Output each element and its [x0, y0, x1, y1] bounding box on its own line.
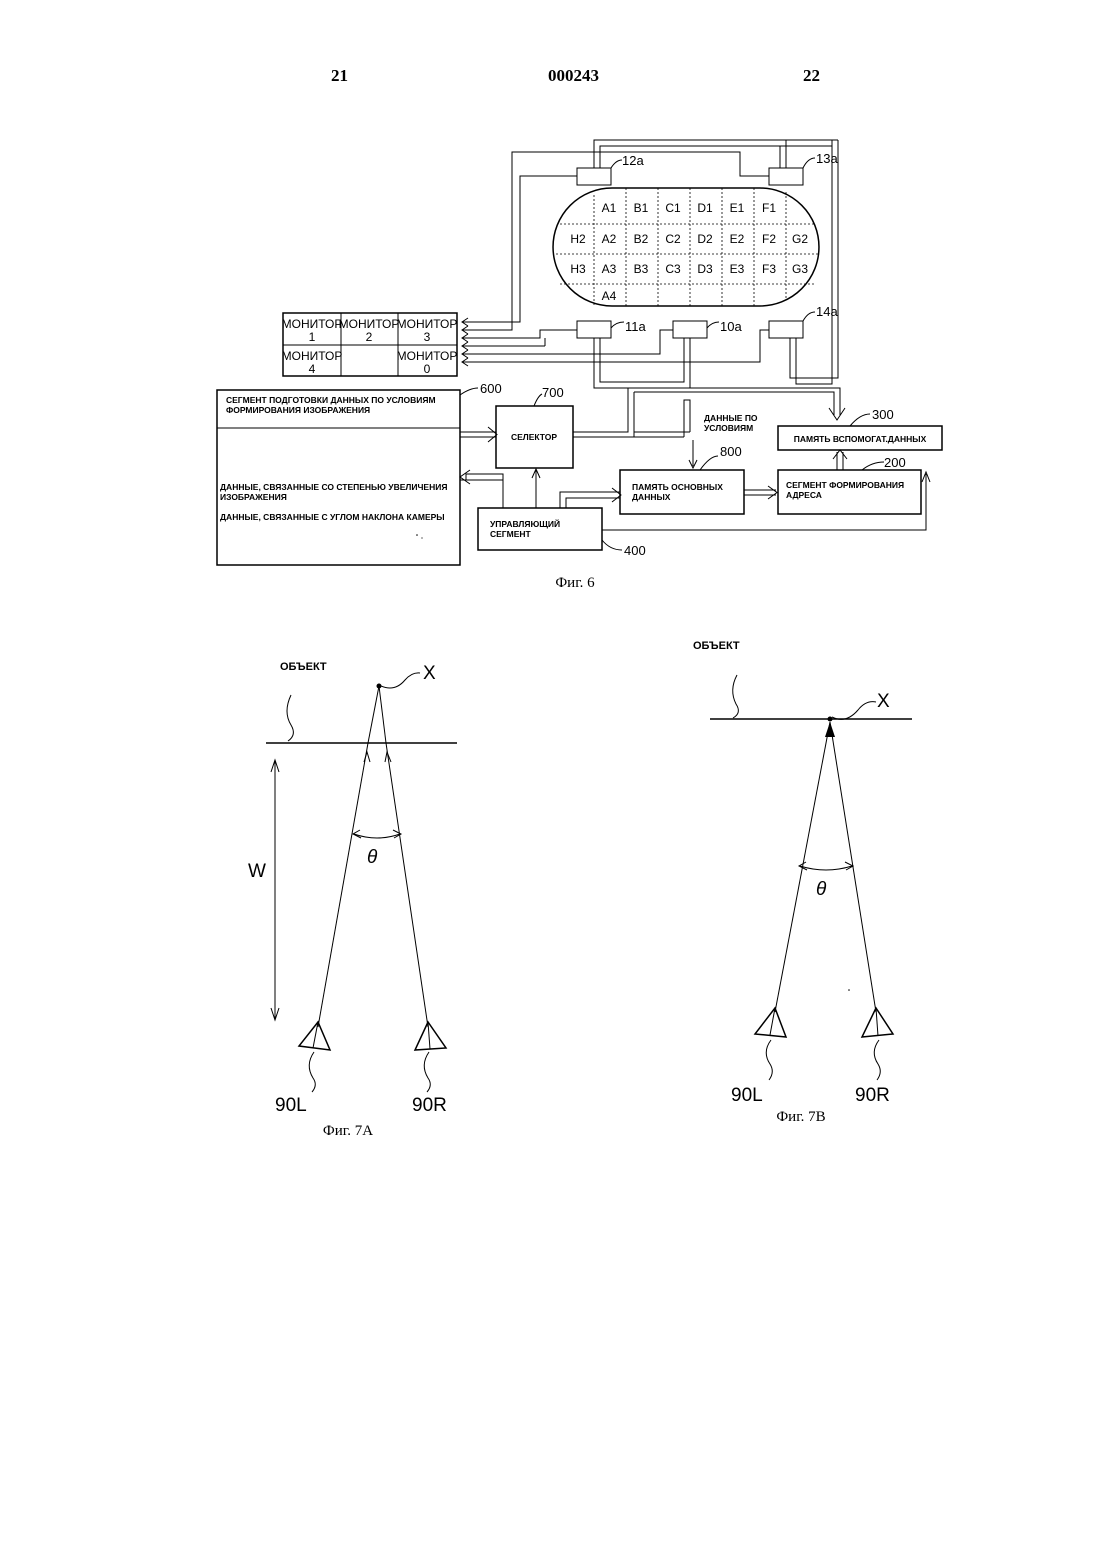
monitor-1: МОНИТОР	[282, 317, 343, 331]
fig7b-90l: 90L	[731, 1085, 763, 1106]
fig7b-theta: θ	[816, 879, 827, 900]
grid-cell: E1	[730, 201, 745, 215]
grid-cell: F1	[762, 201, 776, 215]
monitor-0: МОНИТОР	[397, 349, 458, 363]
grid-cell: D3	[697, 262, 713, 276]
grid-cell: D1	[697, 201, 713, 215]
fig7a-camera-left	[299, 1022, 330, 1050]
monitor-1-number: 1	[309, 330, 316, 344]
fig7a-90l: 90L	[275, 1095, 307, 1116]
fig7a-w-label: W	[248, 861, 266, 882]
grid-cell: A2	[602, 232, 617, 246]
fig7a-x-label: X	[423, 663, 436, 684]
fig7a-object-label: ОБЪЕКТ	[280, 661, 327, 673]
grid-cell: E2	[730, 232, 745, 246]
grid-cell: C1	[665, 201, 681, 215]
segment-600-title: СЕГМЕНТ ПОДГОТОВКИ ДАННЫХ ПО УСЛОВИЯМ	[226, 395, 436, 405]
fig7b-diagram: ОБЪЕКТ X θ 90L 90R	[693, 640, 912, 1106]
fig7b-caption: Фиг. 7В	[776, 1109, 825, 1125]
ref-700: 700	[542, 385, 564, 400]
grid-cell: D2	[697, 232, 713, 246]
camera-11a	[577, 321, 611, 338]
zoom-data-label-2: ИЗОБРАЖЕНИЯ	[220, 492, 287, 502]
tilt-data-label: ДАННЫЕ, СВЯЗАННЫЕ С УГЛОМ НАКЛОНА КАМЕРЫ	[220, 512, 445, 522]
fig7b-x-label: X	[877, 691, 890, 712]
grid-cell: F2	[762, 232, 776, 246]
address-segment-label-2: АДРЕСА	[786, 490, 822, 500]
aux-memory-label: ПАМЯТЬ ВСПОМОГАТ.ДАННЫХ	[794, 434, 927, 444]
grid-cell: F3	[762, 262, 776, 276]
segment-600-title-2: ФОРМИРОВАНИЯ ИЗОБРАЖЕНИЯ	[226, 405, 370, 415]
fig7a-left-ray	[318, 743, 368, 1027]
ref-300: 300	[872, 407, 894, 422]
camera-12a	[577, 168, 611, 185]
fig6-diagram: A1 B1 C1 D1 E1 F1 H2 A2 B2 C2 D2 E2 F2 G…	[217, 140, 942, 565]
monitor-2-number: 2	[366, 330, 373, 344]
grid-cell: E3	[730, 262, 745, 276]
control-segment-label-2: СЕГМЕНТ	[490, 529, 532, 539]
fig6-caption: Фиг. 6	[555, 575, 595, 591]
label-14a: 14a	[816, 304, 838, 319]
grid-cell: A4	[602, 289, 617, 303]
address-segment-label: СЕГМЕНТ ФОРМИРОВАНИЯ	[786, 480, 904, 490]
monitor-4-number: 4	[309, 362, 316, 376]
grid-cell: C2	[665, 232, 681, 246]
monitor-0-number: 0	[424, 362, 431, 376]
grid-cell: G2	[792, 232, 808, 246]
monitor-2: МОНИТОР	[339, 317, 400, 331]
fig7b-right-ray	[830, 722, 876, 1012]
label-12a: 12a	[622, 153, 644, 168]
grid-cell: B1	[634, 201, 649, 215]
fig7a-caption: Фиг. 7А	[323, 1123, 373, 1139]
ref-200: 200	[884, 455, 906, 470]
fig7a-90r: 90R	[412, 1095, 447, 1116]
grid-cell: A1	[602, 201, 617, 215]
label-10a: 10a	[720, 319, 742, 334]
zoom-data-label: ДАННЫЕ, СВЯЗАННЫЕ СО СТЕПЕНЬЮ УВЕЛИЧЕНИЯ	[220, 482, 447, 492]
fig7a-theta: θ	[367, 847, 378, 868]
grid-cell: H2	[570, 232, 586, 246]
field-grid: A1 B1 C1 D1 E1 F1 H2 A2 B2 C2 D2 E2 F2 G…	[570, 201, 808, 303]
camera-13a	[769, 168, 803, 185]
fig7b-90r: 90R	[855, 1085, 890, 1106]
monitor-4: МОНИТОР	[282, 349, 343, 363]
monitor-3-number: 3	[424, 330, 431, 344]
grid-cell: A3	[602, 262, 617, 276]
condition-data-label-2: УСЛОВИЯМ	[704, 423, 753, 433]
fig7b-point-x	[828, 717, 833, 722]
grid-cell: B2	[634, 232, 649, 246]
field-outline	[553, 188, 819, 306]
camera-14a	[769, 321, 803, 338]
label-13a: 13a	[816, 151, 838, 166]
condition-data-label: ДАННЫЕ ПО	[704, 413, 758, 423]
monitor-3: МОНИТОР	[397, 317, 458, 331]
label-11a: 11a	[625, 319, 646, 334]
fig7a-diagram: ОБЪЕКТ X θ W 90L 90R	[248, 661, 457, 1116]
grid-cell: H3	[570, 262, 586, 276]
control-segment-label: УПРАВЛЯЮЩИЙ	[490, 518, 560, 529]
segment-600-box	[217, 390, 460, 565]
main-memory-label: ПАМЯТЬ ОСНОВНЫХ	[632, 482, 723, 492]
grid-cell: C3	[665, 262, 681, 276]
ref-800: 800	[720, 444, 742, 459]
grid-cell: G3	[792, 262, 808, 276]
fig7a-camera-right	[415, 1022, 446, 1050]
ref-400: 400	[624, 543, 646, 558]
camera-10a	[673, 321, 707, 338]
ref-600: 600	[480, 381, 502, 396]
main-memory-label-2: ДАННЫХ	[632, 492, 671, 502]
selector-label: СЕЛЕКТОР	[511, 432, 557, 442]
grid-cell: B3	[634, 262, 649, 276]
fig7a-right-ray	[386, 743, 428, 1027]
fig7b-object-label: ОБЪЕКТ	[693, 640, 740, 652]
